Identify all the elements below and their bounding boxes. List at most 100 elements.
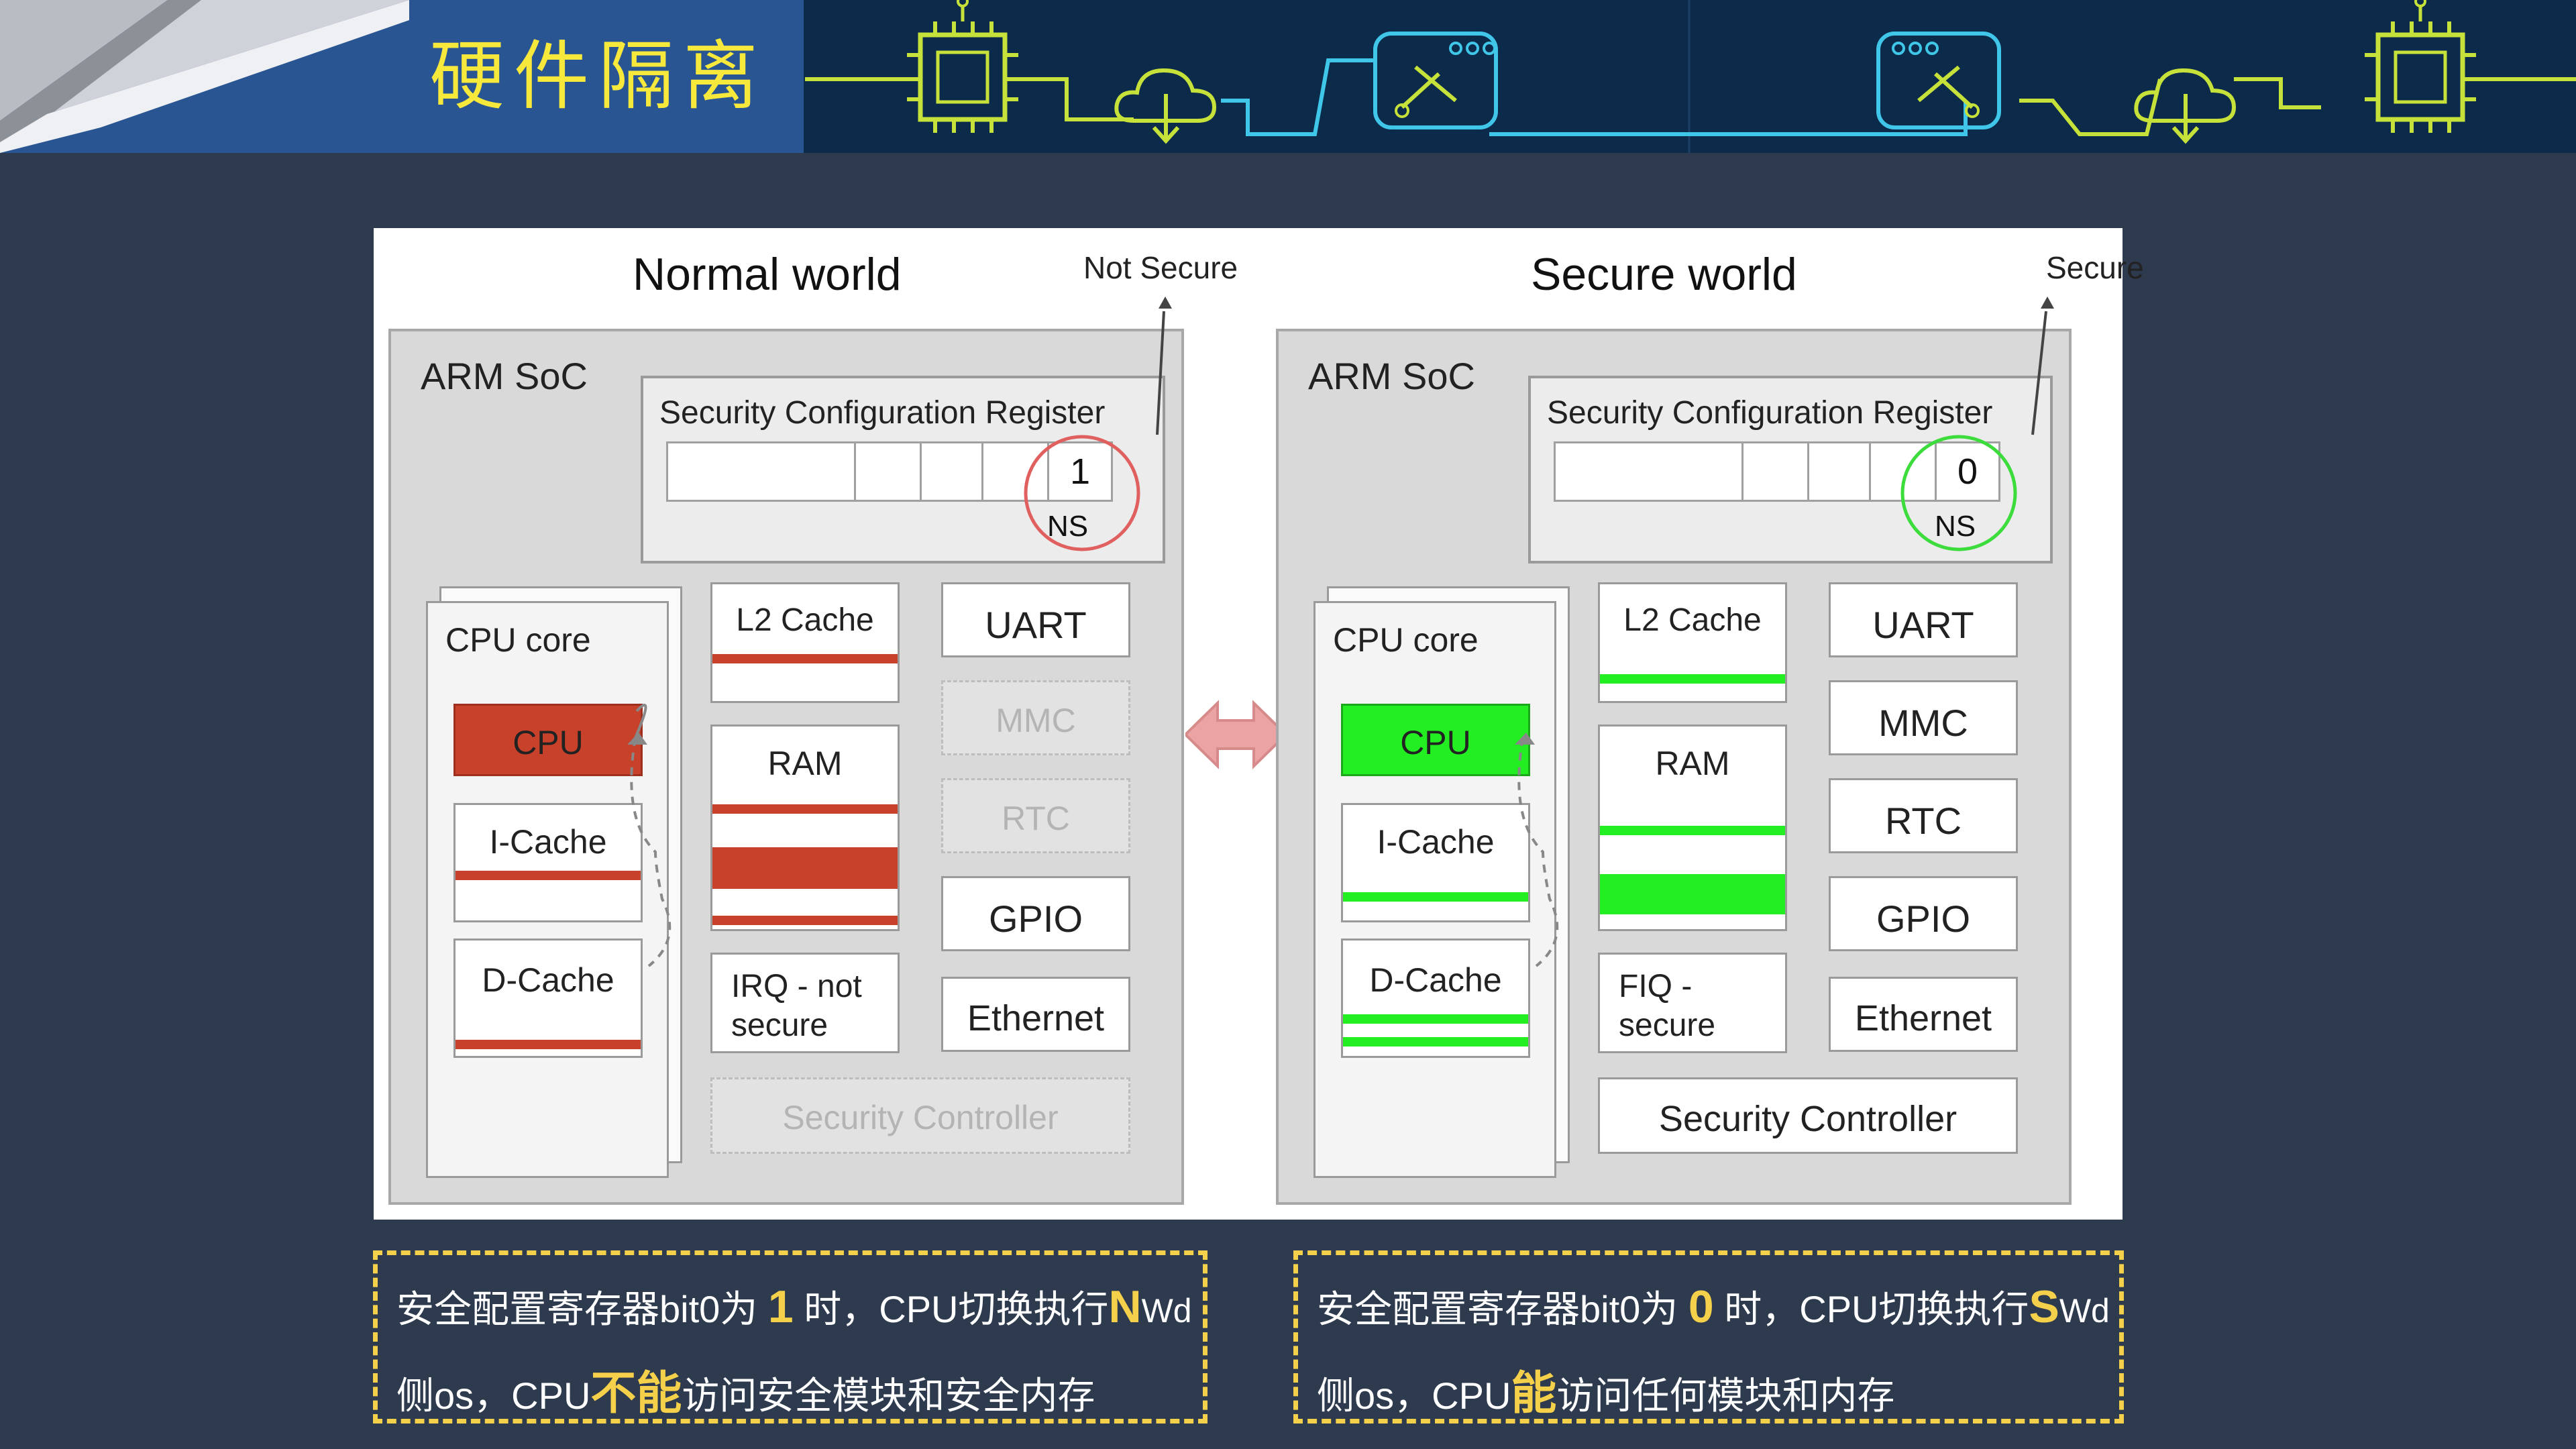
- ns-bit-value: 0: [1957, 451, 1978, 492]
- icache-block: I-Cache: [453, 803, 643, 922]
- caption-text: 访问任何模块和内存: [1556, 1375, 1895, 1417]
- rtc-label: RTC: [1002, 800, 1070, 837]
- scr-cell: [983, 443, 1049, 500]
- secure-stripe: [712, 804, 898, 814]
- uart-block: UART: [941, 582, 1130, 657]
- icache-label: I-Cache: [1377, 823, 1495, 861]
- normal-world-caption: 安全配置寄存器bit0为 1 时，CPU切换执行NWd 侧os，CPU不能访问安…: [373, 1250, 1208, 1424]
- caption-text: 侧os，CPU: [396, 1375, 591, 1417]
- header-banner: 硬件隔离: [0, 0, 2576, 153]
- caption-text: Wd: [2059, 1292, 2110, 1330]
- not-secure-label: Not Secure: [1083, 250, 1238, 285]
- l2-cache-block: L2 Cache: [710, 582, 900, 703]
- page-title: 硬件隔离: [429, 33, 767, 120]
- ram-label: RAM: [1655, 745, 1730, 782]
- network-hub-icon: [1876, 32, 2001, 129]
- header-decoration: [0, 0, 2576, 153]
- secure-stripe: [455, 1040, 641, 1049]
- scr-cell: [668, 443, 856, 500]
- caption-text: Wd: [1141, 1292, 1192, 1330]
- gpio-block: GPIO: [941, 876, 1130, 951]
- security-controller-label: Security Controller: [1658, 1099, 1957, 1139]
- gpio-block: GPIO: [1829, 876, 2018, 951]
- secure-world-caption: 安全配置寄存器bit0为 0 时，CPU切换执行SWd 侧os，CPU能访问任何…: [1293, 1250, 2124, 1424]
- cpu-block-normal: CPU: [453, 704, 643, 776]
- ns-bit-label: NS: [1935, 510, 1976, 543]
- secure-stripe: [712, 654, 898, 663]
- security-controller-disabled: Security Controller: [710, 1077, 1130, 1154]
- secure-stripe: [1343, 1037, 1528, 1046]
- scr-cell: [1809, 443, 1871, 500]
- caption-line-2: 侧os，CPU不能访问安全模块和安全内存: [396, 1356, 1095, 1422]
- chip-icon: [907, 0, 1018, 133]
- cpu-to-scr-link: [630, 737, 672, 967]
- rtc-block: RTC: [1829, 778, 2018, 853]
- cpu-core-box: CPU core CPU I-Cache D-Cache: [426, 601, 669, 1178]
- ethernet-block: Ethernet: [941, 977, 1130, 1052]
- scr-register-bits: 1: [666, 441, 1113, 502]
- world-switch-arrow-icon: [1185, 700, 1286, 769]
- arm-soc-box: ARM SoC Security Configuration Register …: [388, 329, 1184, 1205]
- secure-world-panel: Secure world Secure ARM SoC Security Con…: [1276, 228, 2168, 1220]
- fiq-block: FIQ - secure: [1598, 953, 1787, 1053]
- mmc-label: MMC: [1878, 702, 1968, 744]
- ram-block: RAM: [1598, 724, 1787, 931]
- caption-bit-value: 0: [1688, 1281, 1714, 1332]
- icache-block: I-Cache: [1341, 803, 1530, 922]
- scr-cell: [922, 443, 983, 500]
- secure-stripe: [455, 871, 641, 880]
- scr-cell: [1556, 443, 1743, 500]
- security-controller-label: Security Controller: [782, 1099, 1059, 1136]
- l2-cache-label: L2 Cache: [736, 602, 874, 638]
- caption-text: 侧os，CPU: [1317, 1375, 1511, 1417]
- dcache-label: D-Cache: [1369, 961, 1502, 999]
- cloud-download-icon: [2134, 68, 2237, 144]
- caption-line-1: 安全配置寄存器bit0为 1 时，CPU切换执行NWd: [396, 1279, 1192, 1334]
- secure-label: Secure: [2046, 250, 2144, 285]
- caption-line-1: 安全配置寄存器bit0为 0 时，CPU切换执行SWd: [1317, 1279, 2110, 1334]
- cloud-download-icon: [1114, 68, 1217, 144]
- caption-line-2: 侧os，CPU能访问任何模块和内存: [1317, 1356, 1894, 1422]
- secure-stripe: [1600, 674, 1785, 684]
- secure-stripe: [1600, 874, 1785, 914]
- caption-bit-value: 1: [767, 1281, 794, 1332]
- secure-pointer: [2031, 311, 2047, 435]
- cpu-label: CPU: [513, 724, 584, 761]
- scr-register-bits: 0: [1554, 441, 2000, 502]
- scr-label: Security Configuration Register: [1547, 395, 1993, 431]
- secure-stripe: [712, 916, 898, 925]
- rtc-label: RTC: [1884, 800, 1962, 842]
- uart-label: UART: [985, 604, 1087, 646]
- normal-world-panel: Normal world Not Secure ARM SoC Security…: [374, 228, 1266, 1220]
- world-comparison-figure: Normal world Not Secure ARM SoC Security…: [374, 228, 2144, 1220]
- cpu-core-label: CPU core: [445, 621, 591, 659]
- caption-highlight: 能: [1511, 1368, 1557, 1419]
- l2-cache-label: L2 Cache: [1623, 602, 1762, 638]
- cpu-core-box: CPU core CPU I-Cache D-Cache: [1313, 601, 1556, 1178]
- ns-bit-label: NS: [1047, 510, 1089, 543]
- caption-text: 访问安全模块和安全内存: [682, 1375, 1095, 1417]
- secure-stripe: [1343, 1014, 1528, 1024]
- ethernet-label: Ethernet: [1854, 998, 1992, 1038]
- cpu-label: CPU: [1400, 724, 1471, 761]
- arm-soc-label: ARM SoC: [1308, 355, 1475, 397]
- arm-soc-label: ARM SoC: [421, 355, 588, 397]
- l2-cache-block: L2 Cache: [1598, 582, 1787, 703]
- caption-highlight: S: [2029, 1281, 2059, 1332]
- ethernet-label: Ethernet: [967, 998, 1105, 1038]
- caption-text: 安全配置寄存器bit0为: [396, 1288, 768, 1330]
- chip-icon: [2365, 0, 2476, 133]
- not-secure-pointer: [1156, 311, 1165, 435]
- dcache-block: D-Cache: [1341, 938, 1530, 1058]
- mmc-block-disabled: MMC: [941, 680, 1130, 755]
- caption-text: 时，CPU切换执行: [1713, 1288, 2029, 1330]
- secure-world-overlay: [1515, 297, 2054, 967]
- ram-label: RAM: [767, 745, 843, 782]
- irq-block: IRQ - not secure: [710, 953, 900, 1053]
- normal-world-title: Normal world: [633, 249, 902, 300]
- scr-label: Security Configuration Register: [659, 395, 1106, 431]
- caption-text: 时，CPU切换执行: [793, 1288, 1109, 1330]
- mmc-block: MMC: [1829, 680, 2018, 755]
- ethernet-block: Ethernet: [1829, 977, 2018, 1052]
- normal-world-overlay: [627, 297, 1172, 967]
